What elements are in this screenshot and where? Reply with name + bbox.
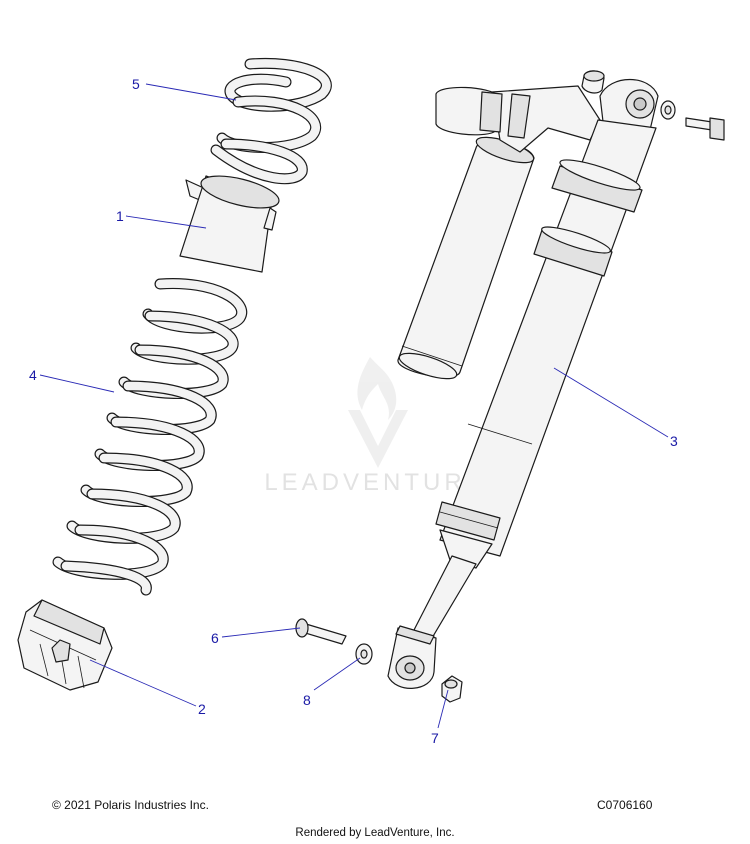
main-coil-spring — [52, 278, 248, 596]
leader-line-4 — [39, 374, 115, 393]
leader-line-6 — [221, 627, 301, 638]
callout-4: 4 — [29, 367, 37, 383]
rendered-by-credit: Rendered by LeadVenture, Inc. — [295, 827, 455, 839]
watermark-text: LEADVENTURE — [264, 469, 485, 496]
copyright-notice: © 2021 Polaris Industries Inc. — [52, 798, 209, 812]
callout-8: 8 — [303, 692, 311, 708]
leader-line-8 — [313, 657, 361, 691]
callout-3: 3 — [670, 433, 678, 449]
top-washer — [660, 100, 676, 120]
tender-spring — [210, 57, 332, 185]
spring-crossover-collar — [179, 175, 280, 273]
leader-line-2 — [89, 659, 197, 707]
callout-2: 2 — [198, 701, 206, 717]
callout-1: 1 — [116, 208, 124, 224]
top-mount-bushing — [581, 70, 605, 94]
lower-spring-seat — [17, 599, 113, 691]
leader-line-7 — [437, 689, 449, 729]
shock-absorber-assembly — [387, 78, 659, 689]
lower-nut — [441, 675, 463, 703]
diagram-code: C0706160 — [597, 798, 653, 812]
callout-6: 6 — [211, 630, 219, 646]
leadventure-watermark-logo: LEADVENTURE — [264, 357, 485, 496]
leader-line-5 — [145, 83, 237, 101]
lower-washer — [355, 643, 373, 665]
top-bolt — [685, 117, 725, 141]
leader-line-3 — [553, 367, 669, 438]
lower-mount-bolt — [295, 618, 347, 645]
callout-7: 7 — [431, 730, 439, 746]
leader-line-1 — [125, 215, 207, 229]
callout-5: 5 — [132, 76, 140, 92]
